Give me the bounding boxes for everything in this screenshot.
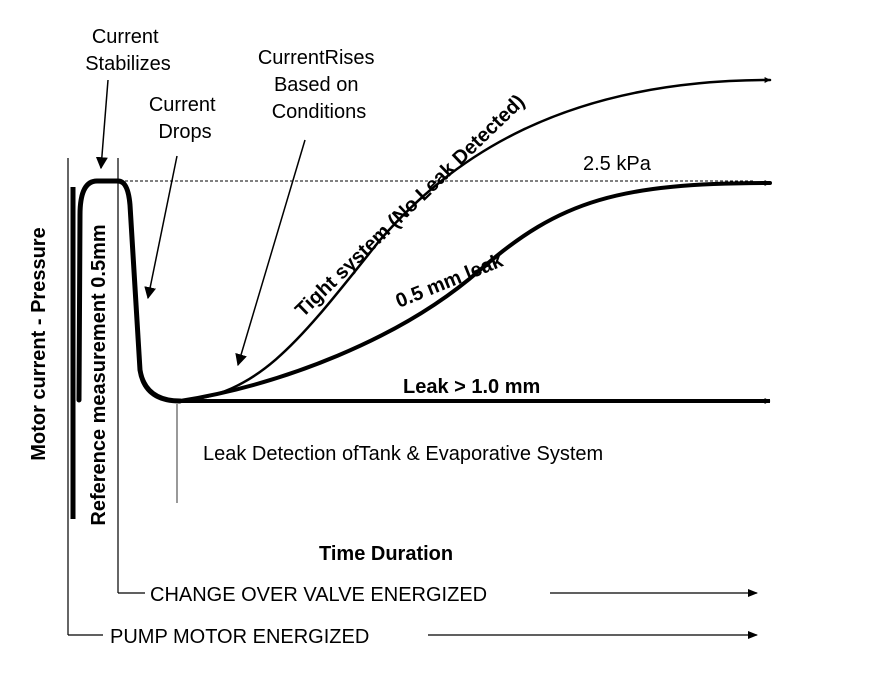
current-rises-label: CurrentRises Based on Conditions: [258, 47, 380, 123]
diagram-subtitle: Leak Detection ofTank & Evaporative Syst…: [203, 443, 603, 465]
current-drops-line: Drops: [158, 121, 211, 143]
half-mm-leak-label: 0.5 mm leak: [393, 249, 507, 312]
current-drops-pointer: [144, 155, 178, 300]
current-drops-line: Current: [149, 94, 216, 116]
current-rises-line: Conditions: [272, 101, 367, 123]
current-stabilizes-line: Current: [92, 26, 159, 48]
reference-curve: [76, 178, 183, 404]
tight-system-curve: [178, 77, 772, 403]
current-drops-label: Current Drops: [149, 94, 221, 143]
large-leak-label: Leak > 1.0 mm: [403, 376, 540, 398]
current-rises-line: Based on: [274, 74, 359, 96]
half-mm-leak-curve: [178, 180, 772, 403]
y-axis-label: Motor current - Pressure: [28, 227, 50, 460]
pump-motor-label: PUMP MOTOR ENERGIZED: [110, 626, 369, 648]
threshold-label: 2.5 kPa: [583, 153, 652, 175]
current-stabilizes-label: Current Stabilizes: [85, 26, 171, 75]
x-axis-label: Time Duration: [319, 543, 453, 565]
current-stabilizes-line: Stabilizes: [85, 53, 171, 75]
current-rises-line: CurrentRises: [258, 47, 375, 69]
reference-measurement-label: Reference measurement 0.5mm: [88, 224, 110, 525]
change-over-label: CHANGE OVER VALVE ENERGIZED: [150, 584, 487, 606]
current-rises-pointer: [235, 139, 306, 367]
current-stabilizes-pointer: [95, 79, 109, 170]
